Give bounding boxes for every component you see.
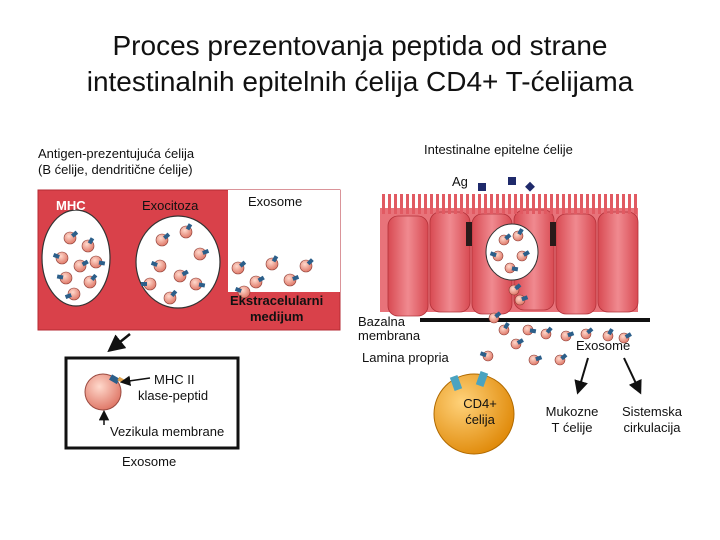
inset-exosome-label: Exosome [122,454,177,469]
page-title: Proces prezentovanja peptida od strane i… [0,28,720,100]
exosome-vesicle [508,283,522,296]
apc-cell-exocytosis [135,215,221,309]
inset-mhc-line-1: MHC II [154,372,195,387]
arrow-systemic [623,357,642,395]
exosome-vesicle [540,326,553,340]
inset-mhc-line-2: klase-peptid [138,388,209,403]
antigens [478,177,535,192]
exosome-vesicle [231,260,247,275]
mucosal-line-2: T ćelije [551,420,593,435]
apc-to-inset-arrow [107,333,131,353]
exosome-vesicle [265,255,279,271]
intestine-exosome-label: Exosome [576,338,631,353]
exosome-vesicle [618,332,632,344]
exosome-vesicle [528,354,543,366]
intestine-label: Intestinalne epitelne ćelije [424,142,573,157]
apc-label-line-2: (B ćelije, dendritične ćelije) [38,162,193,177]
exocytosis-label: Exocitoza [142,198,199,213]
mhc-label: MHC [56,198,86,213]
exosome-vesicle [512,228,524,242]
intestinal-epithelium [380,194,650,322]
basal-line-2: membrana [358,328,421,343]
apc-tissue-block [37,189,341,331]
cd4-line-1: CD4+ [463,396,497,411]
exosome-vesicle [580,327,594,340]
title-line-2: intestinalnih epitelnih ćelija CD4+ T-će… [86,66,634,97]
exosome-vesicle [81,237,95,253]
exosome-vesicle [489,250,504,262]
exosome-vesicle [83,273,98,289]
basal-line-1: Bazalna [358,314,405,329]
exosome-vesicle [141,277,157,291]
exosome-vesicle [52,251,69,265]
exosome-vesicle [189,277,206,291]
exosome-vesicle [283,273,300,287]
inset-vesicle-label: Vezikula membrane [110,424,225,439]
exosome-vesicle [299,258,314,273]
systemic-line-2: cirkulacija [623,420,681,435]
exosome-vesicle [498,322,510,336]
exosome-vesicle [498,233,512,246]
exosome-vesicle [522,324,537,336]
exosome-vesicle [560,330,575,342]
exosome-vesicle [249,275,265,289]
mucosal-line-1: Mukozne [545,404,599,419]
arrow-mucosal [574,357,589,395]
antigen-label: Ag [452,174,468,189]
exosome-vesicle [63,230,79,245]
exosome-vesicle [234,285,251,299]
exosome-vesicle [163,289,178,305]
exosome-vesicle [173,269,189,283]
exosome-vesicle [504,262,519,274]
apc-label-line-1: Antigen-prezentujuća ćelija [38,146,195,161]
cd4-cell [433,371,515,455]
exosome-vesicle [179,223,193,239]
exosome-vesicle [150,259,167,273]
cd4-line-2: ćelija [465,412,495,427]
exosome-vesicle [510,338,524,350]
extracellular-line-1: Ekstracelularni [230,293,324,308]
inset-box [64,356,240,450]
exosome-vesicle [554,353,568,366]
exosome-vesicle [73,259,89,273]
exosome-vesicle [155,232,171,247]
exosome-vesicle [89,255,106,269]
exosome-vesicle [514,294,529,306]
exosome-vesicle [193,247,210,261]
exosome-vesicle [488,311,502,324]
extracellular-line-2: medijum [250,309,304,324]
exosome-vesicle [56,271,73,285]
intestine-exosomes [479,228,632,366]
systemic-line-1: Sistemska [622,404,682,419]
apc-exosomes [52,223,314,305]
apc-exosome-label: Exosome [248,194,303,209]
exosome-vesicle [516,250,530,262]
exosome-vesicle [602,328,614,342]
title-line-1: Proces prezentovanja peptida od strane [112,30,608,61]
exosome-vesicle [64,287,81,301]
lamina-label: Lamina propria [362,350,449,365]
exosome-vesicle [479,350,494,362]
